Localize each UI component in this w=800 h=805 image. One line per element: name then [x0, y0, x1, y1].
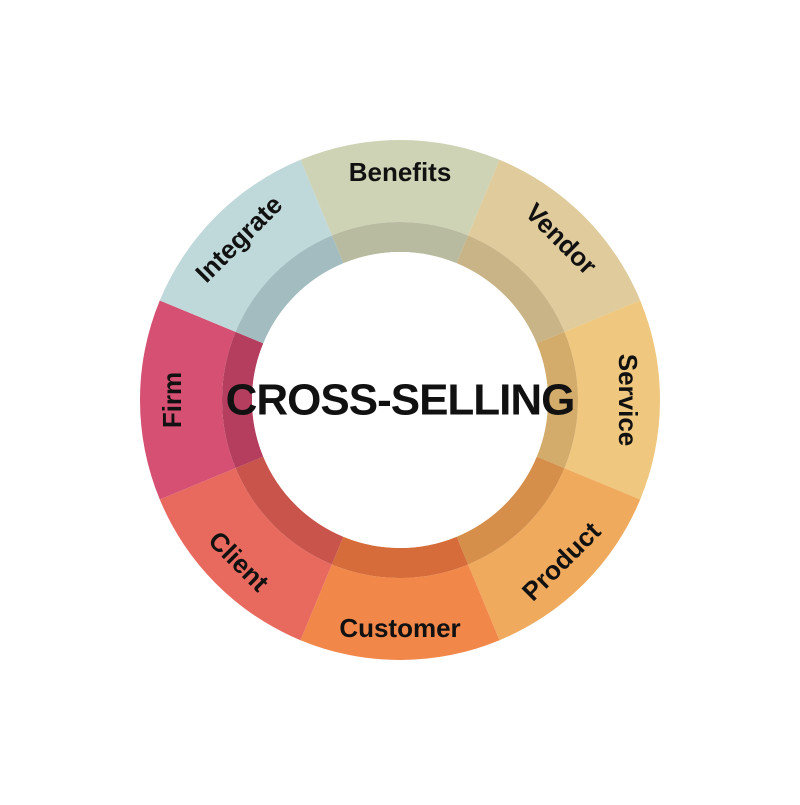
segment-firm [139, 300, 236, 500]
segment-label-customer: Customer [339, 613, 460, 643]
segment-inner-band-service [536, 331, 579, 469]
segments-layer [139, 139, 661, 661]
segment-label-firm: Firm [157, 372, 187, 428]
segment-inner-band-product [456, 456, 565, 565]
center-disc [252, 252, 548, 548]
segment-inner-band-integrate [235, 235, 344, 344]
segment-inner-band-benefits [331, 221, 469, 264]
segment-client [159, 468, 332, 641]
segment-vendor [468, 159, 641, 332]
segment-inner-band-customer [331, 536, 469, 579]
segment-label-service: Service [613, 354, 643, 447]
segment-label-benefits: Benefits [349, 157, 452, 187]
segment-product [468, 468, 641, 641]
segment-customer [300, 564, 500, 661]
segment-inner-band-vendor [456, 235, 565, 344]
segment-service [564, 300, 661, 500]
segment-benefits [300, 139, 500, 236]
center-title: CROSS-SELLING [226, 376, 575, 425]
segment-inner-band-client [235, 456, 344, 565]
segment-inner-band-firm [221, 331, 264, 469]
segment-integrate [159, 159, 332, 332]
